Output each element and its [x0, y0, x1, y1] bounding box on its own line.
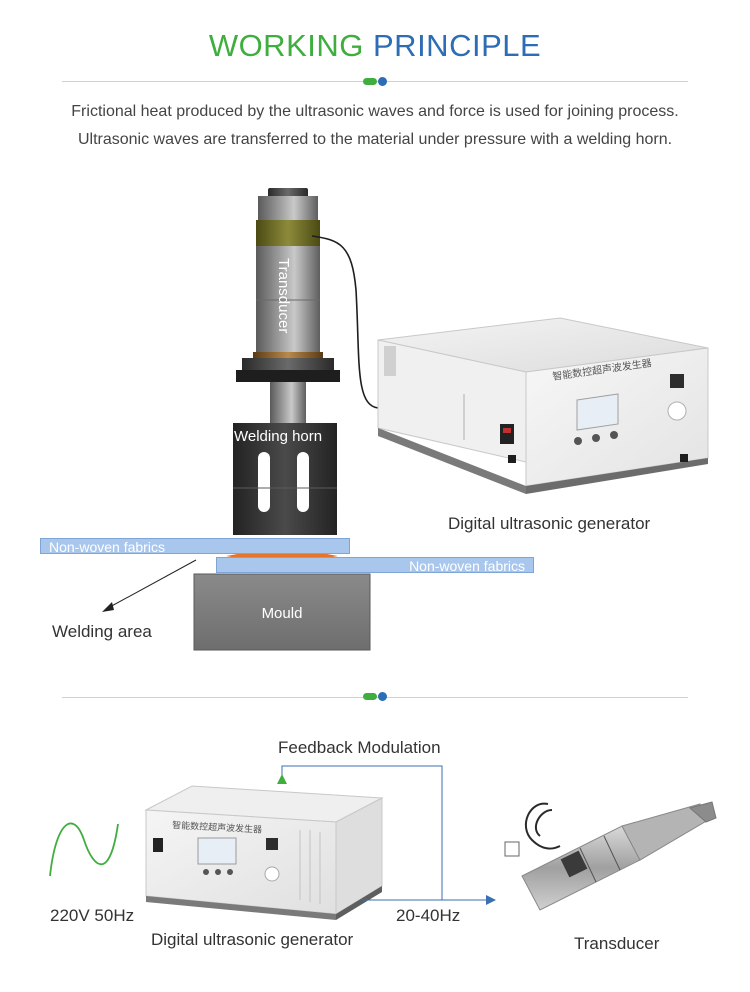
welding-diagram: Transducer Welding horn Mould 智能数控超声波发: [102, 188, 709, 651]
fabric-bottom-strip: Non-woven fabrics: [216, 557, 534, 574]
transducer-label-bottom: Transducer: [574, 934, 660, 953]
output-arrow-icon: [486, 895, 496, 905]
title-part-working: WORKING: [208, 28, 364, 63]
generator-label: Digital ultrasonic generator: [448, 514, 651, 533]
mould-block: [193, 573, 371, 651]
mould-label: Mould: [262, 605, 303, 622]
title-part-principle: PRINCIPLE: [373, 28, 542, 63]
generator-illustration-bottom: [144, 785, 384, 920]
description-line-2: Ultrasonic waves are transferred to the …: [77, 131, 673, 148]
fabric-top-strip: Non-woven fabrics: [40, 538, 350, 555]
welding-area-label: Welding area: [52, 622, 152, 641]
divider-dots-icon: [363, 692, 387, 702]
generator-panel-text-bottom: 智能数控超声波发生器: [172, 819, 262, 835]
frequency-label: 20-40Hz: [396, 906, 461, 925]
welding-horn-label: Welding horn: [234, 428, 322, 445]
page-title: WORKING PRINCIPLE: [0, 28, 750, 64]
description-line-1: Frictional heat produced by the ultrason…: [71, 103, 679, 120]
feedback-modulation-label: Feedback Modulation: [278, 738, 441, 757]
generator-illustration-top: [377, 317, 709, 494]
signal-flow-diagram: 智能数控超声波发生器: [49, 765, 717, 920]
transducer-illustration-bottom: [504, 801, 717, 911]
welding-horn-illustration: [233, 423, 337, 535]
input-voltage-label: 220V 50Hz: [50, 906, 135, 925]
divider-dots-icon: [363, 77, 387, 87]
transducer-illustration: [236, 188, 340, 424]
description: Frictional heat produced by the ultrason…: [0, 98, 750, 154]
feedback-arrow-icon: [277, 774, 287, 784]
welding-area-arrow-icon: [102, 602, 114, 612]
generator-label-bottom: Digital ultrasonic generator: [151, 930, 354, 949]
cable: [311, 235, 379, 409]
transducer-vertical-label: Transducer: [275, 258, 292, 333]
sine-wave-icon: [49, 822, 119, 877]
